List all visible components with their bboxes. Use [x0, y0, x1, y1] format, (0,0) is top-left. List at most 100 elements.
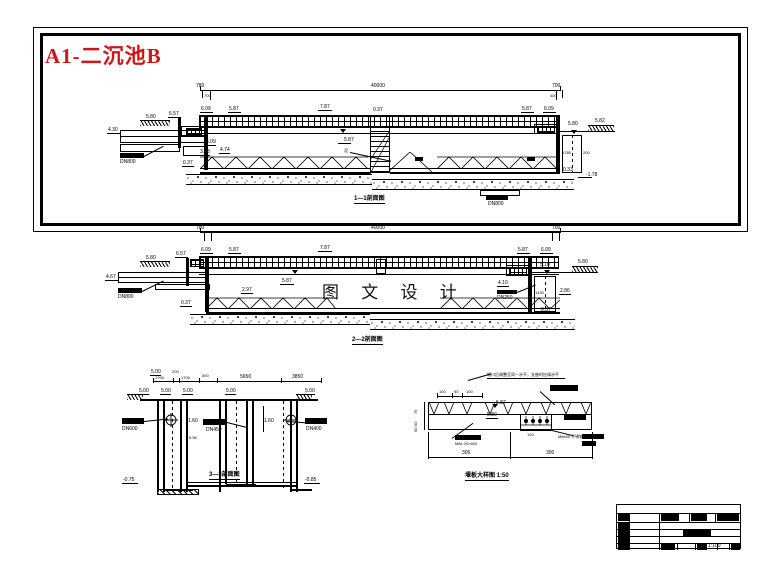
dim-line-chain: [153, 381, 217, 382]
bay-centerline: [172, 401, 173, 489]
elev-tick: [486, 418, 498, 419]
elev-tick: [160, 394, 171, 395]
title-block-col: [689, 513, 690, 522]
ground-symbol: [588, 125, 614, 131]
pipe-label-dn250: DN250: [497, 295, 513, 301]
title-block-chip: [661, 544, 675, 550]
inlet-pipe-lower-2: [155, 284, 210, 290]
elev-label: 5.00: [305, 388, 315, 394]
elev-label: 3.43: [200, 149, 210, 155]
note-chip: [582, 434, 604, 439]
elev-tick: [241, 293, 253, 294]
dim-label: 50: [454, 389, 459, 394]
elev-label: 4.74: [220, 147, 230, 153]
elev-tick: [578, 177, 592, 178]
watermark-text: 图 文 设 计: [322, 283, 466, 302]
sludge-valve: [527, 157, 535, 161]
dim-label: 1.60: [264, 418, 274, 424]
inlet-grate: [186, 128, 202, 135]
title-block-chip: [618, 523, 629, 529]
sludge-hopper-2-left: [206, 297, 336, 309]
elev-label: 5.80: [146, 114, 156, 120]
dim-tick: [200, 228, 201, 233]
elev-label: 0.37: [181, 300, 191, 306]
pipe-label-dn400: DN400: [306, 426, 322, 432]
outlet-box-2: [506, 265, 530, 276]
elev-tick: [107, 133, 120, 134]
section-3-3-caption: 3—3剖面图: [209, 469, 240, 480]
elev-label: 5.00: [226, 388, 236, 394]
title-block-scale: 1:100: [708, 543, 721, 549]
elev-tick: [168, 117, 181, 118]
section-1-1-caption: 1—1剖面图: [354, 193, 385, 204]
dim-tick: [199, 378, 200, 383]
dim-label: 500: [202, 373, 209, 378]
elev-label: 5.87: [282, 278, 292, 284]
elev-tick: [338, 143, 351, 144]
elev-label: 4.67: [106, 274, 116, 280]
pipe-label-dn800: DN800: [120, 159, 136, 165]
elev-label: 6.09: [201, 106, 211, 112]
dim-tick: [452, 393, 453, 398]
dim-line-bottom: [428, 457, 510, 458]
note-chip: [564, 414, 586, 420]
dim-line-weir: [437, 396, 482, 397]
title-block-chip: [618, 514, 629, 521]
dim-ext-line: [211, 232, 212, 241]
wall-vertical: [296, 399, 298, 492]
wall-vertical: [290, 399, 292, 492]
title-block-col: [695, 543, 696, 550]
wall-vertical: [157, 399, 159, 492]
wall-right-inner-2: [528, 256, 532, 312]
dim-ext: [263, 406, 264, 432]
elev-tick: [175, 257, 188, 258]
title-block-divider: [617, 543, 740, 544]
elev-label: 7.87: [320, 104, 330, 110]
well-centerline: [572, 135, 573, 173]
water-surface-line-2: [199, 274, 559, 275]
elev-tick: [228, 253, 241, 254]
dim-ext-line: [204, 232, 205, 241]
water-level-marker: [492, 404, 498, 408]
dim-ext-line: [552, 232, 553, 241]
elev-label: 5.80: [578, 259, 588, 265]
elev-label: 5.87: [496, 400, 506, 406]
ground-symbol: [140, 261, 170, 267]
ground-symbol: [140, 120, 170, 126]
soil-hatch-left: [186, 174, 372, 185]
elev-label: -0.75: [123, 477, 135, 483]
inlet-box: [181, 126, 205, 136]
elev-label: 6.09: [201, 247, 211, 253]
elev-label: 2.97: [242, 287, 252, 293]
weir-plate-midline: [428, 414, 592, 415]
elev-label: 5.00: [183, 388, 193, 394]
elev-label: 0.33: [563, 167, 573, 173]
elev-label: 5.80: [568, 121, 578, 127]
elev-tick: [182, 166, 194, 167]
pipe-section-symbol: [164, 413, 178, 427]
ground-symbol: [296, 394, 312, 400]
title-block-chip: [697, 544, 707, 550]
ground-symbol: [572, 266, 598, 272]
title-block-col: [729, 543, 730, 550]
outlet-grate: [537, 126, 555, 133]
weir-note: 堰口后调整至同一水平，支座时应调水平: [487, 372, 559, 377]
dim-label: 50: [413, 421, 418, 426]
dim-line-overall-2: [200, 232, 560, 233]
dim-line-chain-3: [281, 381, 321, 382]
title-block-chip: [618, 544, 629, 550]
dim-tick: [153, 378, 154, 383]
dim-label: 5.00: [151, 369, 161, 375]
well-centerline: [545, 276, 546, 312]
wall-vertical: [246, 399, 248, 484]
elev-label: 5.10: [540, 262, 550, 268]
wall-vertical: [225, 399, 227, 484]
dim-ext-line: [202, 90, 203, 98]
elev-label: 5.87: [344, 137, 354, 143]
elev-label: 6.57: [176, 251, 186, 257]
dim-line-bolt: [520, 430, 552, 431]
title-block[interactable]: 1:100: [616, 504, 741, 550]
elev-tick: [199, 155, 210, 156]
title-block-col: [717, 543, 718, 550]
